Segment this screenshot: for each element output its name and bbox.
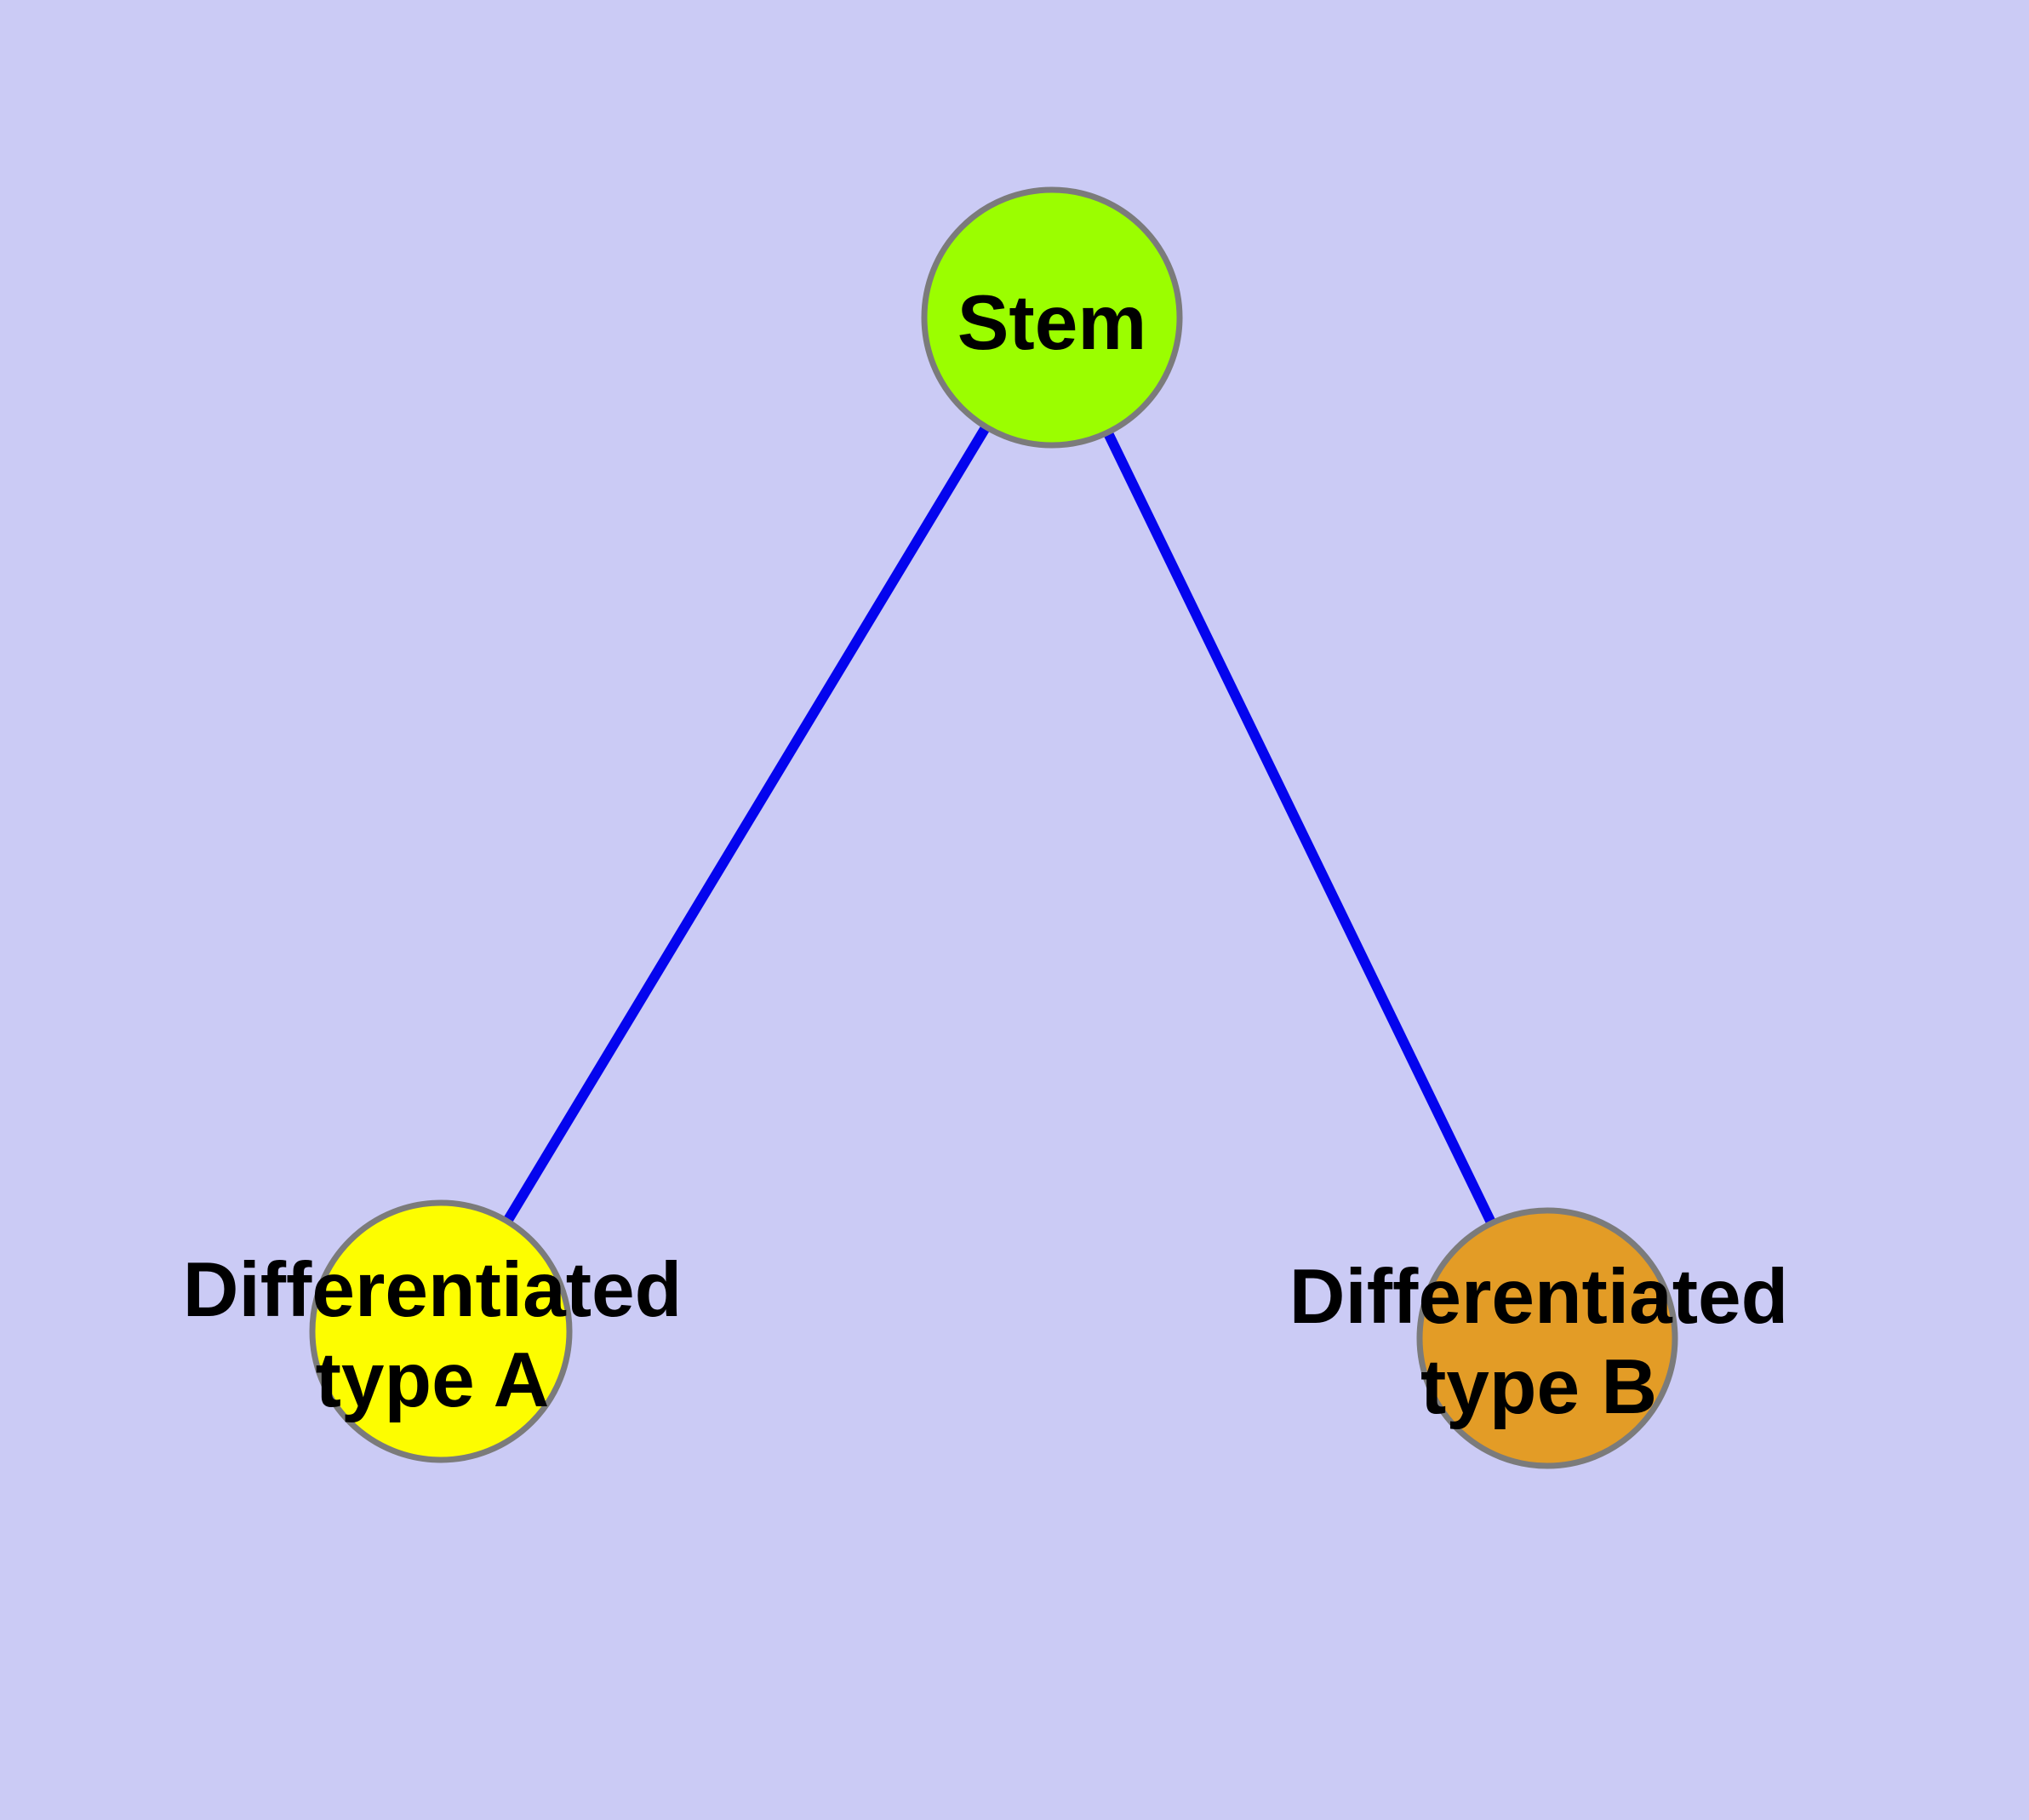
edge-stem-to-type-a (436, 314, 1057, 1335)
node-differentiated-type-a (309, 1199, 573, 1463)
edge-stem-to-type-b (1047, 315, 1552, 1341)
node-type-b-label-line1: Differentiated (1289, 1254, 1789, 1340)
node-stem-label: Stem (957, 280, 1147, 366)
node-type-a-label-line1: Differentiated (183, 1247, 683, 1333)
node-type-b-label-line2: type B (1420, 1344, 1657, 1430)
node-differentiated-type-b (1416, 1207, 1678, 1469)
node-stem (921, 186, 1183, 449)
node-type-a-label-line2: type A (316, 1337, 550, 1423)
